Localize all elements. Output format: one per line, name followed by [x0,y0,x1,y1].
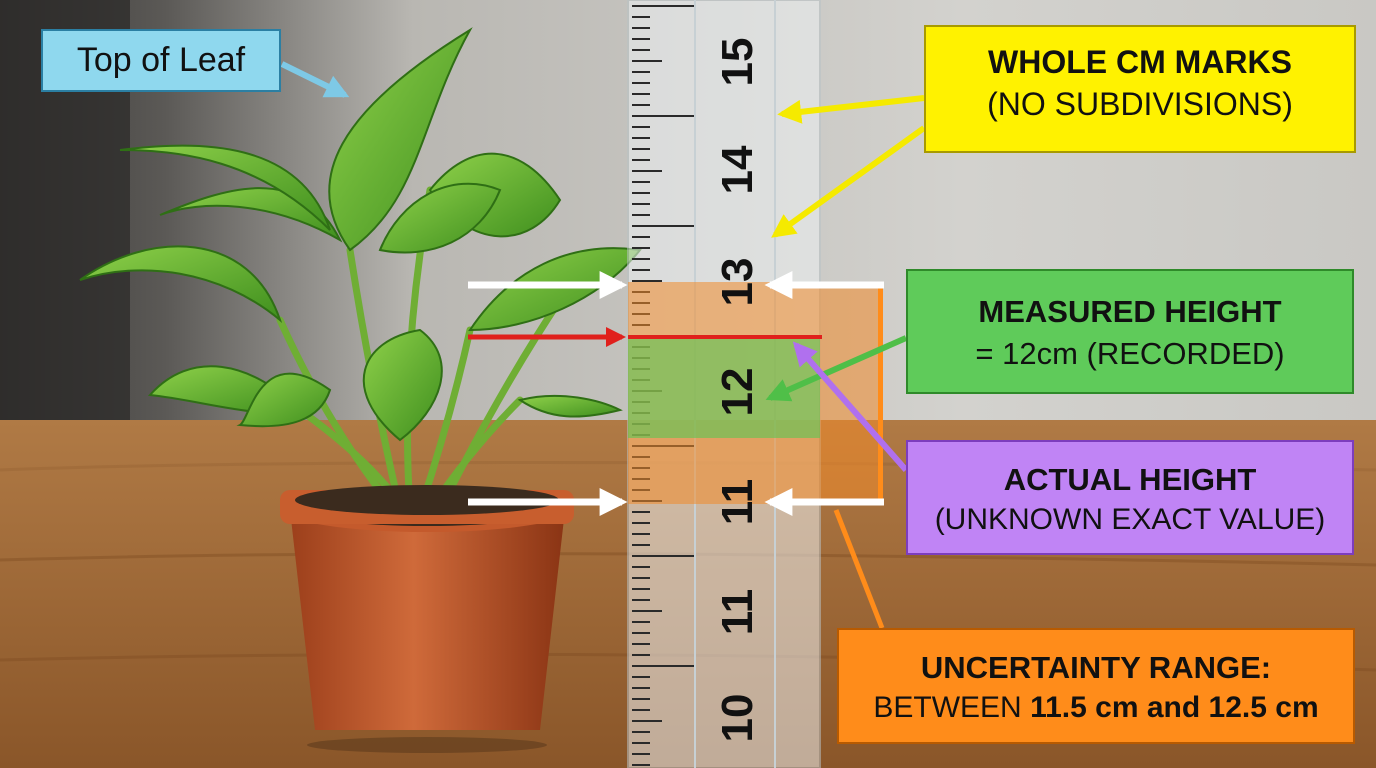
whole-cm-arrow-lower [771,125,926,238]
uncertainty-low: 11.5 cm [1030,691,1139,724]
whole-cm-marks-label: WHOLE CM MARKS (NO SUBDIVISIONS) [924,25,1356,153]
uncertainty-title: UNCERTAINTY RANGE: [920,650,1272,685]
whole-cm-arrow-upper [777,95,925,124]
measured-height-title: MEASURED HEIGHT [978,294,1282,329]
uncertainty-range-text: BETWEEN 11.5 cm and 12.5 cm [839,688,1353,728]
uncertainty-band-edge [878,282,883,504]
ruler-number: 11 [713,589,762,636]
measured-height-label: MEASURED HEIGHT = 12cm (RECORDED) [906,269,1354,394]
uncertainty-prefix: BETWEEN [873,691,1022,724]
whole-cm-title: WHOLE CM MARKS [988,44,1292,80]
wood-grain [0,552,1376,567]
measured-height-arrow [765,335,908,402]
actual-height-title: ACTUAL HEIGHT [1003,462,1257,497]
top-of-leaf-label: Top of Leaf [41,29,281,92]
whole-cm-subtitle: (NO SUBDIVISIONS) [987,86,1293,122]
actual-height-note: (UNKNOWN EXACT VALUE) [934,503,1326,536]
ruler-number: 10 [713,694,762,743]
actual-height-label: ACTUAL HEIGHT (UNKNOWN EXACT VALUE) [906,440,1354,555]
uncertainty-leader-line [833,509,885,629]
ruler-number: 14 [713,145,762,194]
ruler-number: 12 [713,368,762,417]
ruler-number: 11 [713,479,762,526]
plant-leaves [79,27,642,442]
ruler-number: 15 [713,38,762,87]
uncertainty-high: 12.5 cm [1208,691,1319,724]
top-of-leaf-text: Top of Leaf [76,41,246,79]
uncertainty-range-label: UNCERTAINTY RANGE: BETWEEN 11.5 cm and 1… [837,628,1355,744]
actual-height-arrow [792,341,909,472]
flower-pot [280,485,574,753]
top-of-leaf-arrow [280,61,350,98]
ruler-number: 13 [713,258,762,307]
measured-height-value: = 12cm (RECORDED) [975,336,1285,371]
uncertainty-and: and [1146,691,1201,724]
